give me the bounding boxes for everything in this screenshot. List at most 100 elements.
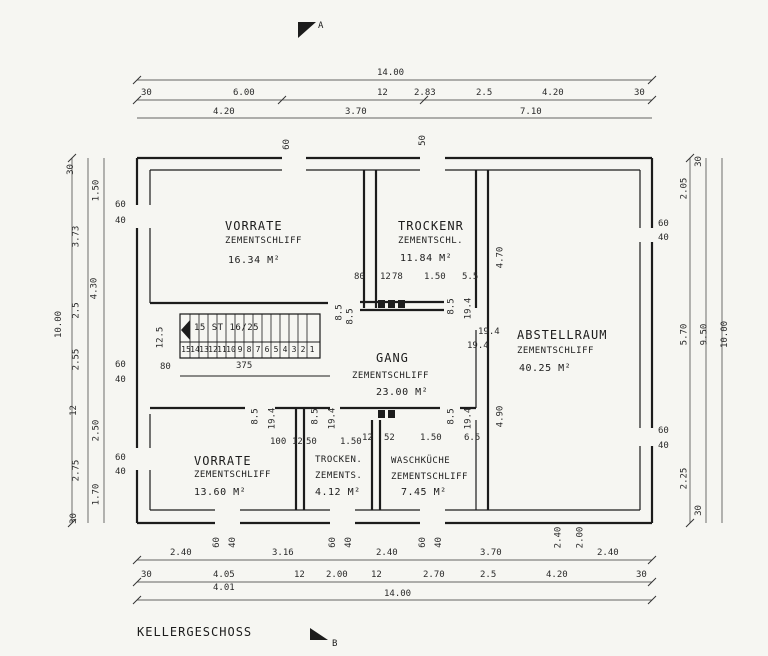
room-gang-floor: ZEMENTSCHLIFF — [352, 371, 429, 381]
section-mark-b-icon — [310, 628, 328, 640]
dim-top-row1: 4.20 — [542, 88, 564, 98]
dim-top-row1: 2.83 — [414, 88, 436, 98]
dim-interior: 8.5 — [446, 298, 457, 315]
stair-step-10: 10 — [226, 345, 236, 354]
dim-interior: 12.5 — [155, 326, 166, 349]
stair-outline — [179, 313, 321, 359]
dimension-lines — [71, 79, 723, 601]
room-trockenr-floor: ZEMENTSCHL. — [398, 236, 464, 246]
dim-interior: 4.90 — [495, 405, 506, 428]
dim-top-row1: 6.00 — [233, 88, 255, 98]
dim-left-chain: 30 — [68, 513, 79, 524]
dim-top-opening: 50 — [417, 135, 428, 146]
room-waschkuche-name: WASCHKÜCHE — [391, 456, 451, 466]
dim-interior: 19.4 — [267, 407, 278, 430]
dim-bottom-row2: 4.05 — [213, 570, 235, 580]
dim-left-opening: 40 — [115, 467, 126, 477]
wall-trockenr-abstell — [474, 170, 490, 510]
dim-right-chain: 2.25 — [679, 467, 690, 490]
dim-bottom-row1: 40 — [433, 537, 444, 548]
dim-interior: 8.5 — [334, 304, 345, 321]
room-trocken-bottom-name: TROCKEN. — [315, 455, 363, 465]
dim-left-chain: 1.50 — [91, 179, 102, 202]
dim-left-opening: 40 — [115, 375, 126, 385]
dim-bottom-row1: 3.16 — [272, 548, 294, 558]
dim-top-row1: 30 — [634, 88, 645, 98]
dim-interior: 1.50 — [424, 272, 446, 282]
stair-step-13: 13 — [199, 345, 209, 354]
dim-interior: 12 — [362, 433, 373, 443]
room-trocken-bottom-floor: ZEMENTS. — [315, 471, 363, 481]
dim-bottom-row2: 12 — [294, 570, 305, 580]
dim-bottom-row2: 2.70 — [423, 570, 445, 580]
dim-left-chain: 30 — [65, 164, 76, 175]
dim-left-opening: 40 — [115, 216, 126, 226]
room-waschkuche-area: 7.45 M² — [401, 487, 447, 498]
dim-interior: 52 — [384, 433, 395, 443]
dim-right-opening: 60 — [658, 219, 669, 229]
section-label-b: B — [332, 639, 338, 649]
dim-interior: 8.5 — [345, 308, 356, 325]
room-gang-area: 23.00 M² — [376, 387, 429, 398]
dim-bottom-row2: 12 — [371, 570, 382, 580]
room-trockenr-name: TROCKENR — [398, 219, 464, 233]
dim-right-opening: 40 — [658, 441, 669, 451]
wall-vorrate-trockenr — [362, 170, 378, 308]
stair-step-12: 12 — [208, 345, 218, 354]
stair-step-5: 5 — [273, 345, 279, 354]
stair-step-14: 14 — [190, 345, 200, 354]
dim-bottom-row1: 60 — [417, 537, 428, 548]
dim-bottom-row1: 2.40 — [597, 548, 619, 558]
dim-top-opening: 60 — [281, 139, 292, 150]
stair-step-4: 4 — [282, 345, 288, 354]
dim-top-row1: 12 — [377, 88, 388, 98]
stair-step-11: 11 — [217, 345, 227, 354]
room-vorrate-bottom-floor: ZEMENTSCHLIFF — [194, 470, 271, 480]
dim-bottom-row1: 40 — [343, 537, 354, 548]
section-label-a: A — [318, 21, 324, 31]
stair-step-15: 15 — [181, 345, 191, 354]
dim-interior: 19.4 — [463, 407, 474, 430]
dim-left-chain: 12 — [68, 405, 79, 416]
dim-right-chain: 30 — [693, 156, 704, 167]
stair-step-2: 2 — [300, 345, 306, 354]
dim-bottom-row1: 2.40 — [376, 548, 398, 558]
dim-right-chain: 2.05 — [679, 177, 690, 200]
dimension-ticks — [67, 75, 695, 605]
room-vorrate-bottom-area: 13.60 M² — [194, 487, 247, 498]
dim-right-opening: 60 — [658, 426, 669, 436]
dim-right-opening: 40 — [658, 233, 669, 243]
dim-left-chain: 2.5 — [71, 302, 82, 319]
dim-top-row2: 7.10 — [520, 107, 542, 117]
dim-bottom-row1: 60 — [327, 537, 338, 548]
dim-top-row2: 4.20 — [213, 107, 235, 117]
dim-left-chain: 2.55 — [71, 348, 82, 371]
dim-bottom-row1: 2.40 — [553, 526, 564, 549]
dim-right-total: 10.00 — [720, 320, 731, 349]
dim-left-opening: 60 — [115, 453, 126, 463]
room-abstellraum-floor: ZEMENTSCHLIFF — [517, 346, 594, 356]
dim-interior: 80 — [354, 272, 365, 282]
section-mark-a-icon — [298, 22, 316, 38]
room-trocken-bottom-area: 4.12 M² — [315, 487, 361, 498]
dim-left-total: 10.00 — [54, 310, 65, 339]
dim-top-row2: 3.70 — [345, 107, 367, 117]
stair-step-9: 9 — [237, 345, 243, 354]
dim-interior: 12 — [380, 272, 391, 282]
dim-bottom-row1: 40 — [227, 537, 238, 548]
dim-interior: 8.5 — [310, 408, 321, 425]
stair-step-6: 6 — [264, 345, 270, 354]
dim-top-total: 14.00 — [377, 68, 405, 78]
dim-interior: 100 — [270, 437, 287, 447]
dim-interior: 80 — [160, 362, 171, 372]
dim-interior: 8.5 — [250, 408, 261, 425]
room-gang-name: GANG — [376, 351, 409, 365]
dim-bottom-row3: 4.01 — [213, 583, 235, 593]
dim-top-row1: 2.5 — [476, 88, 493, 98]
dim-bottom-row2: 2.5 — [480, 570, 497, 580]
room-vorrate-top-name: VORRATE — [225, 219, 283, 233]
dim-left-opening: 60 — [115, 200, 126, 210]
dim-interior: 8.5 — [446, 408, 457, 425]
